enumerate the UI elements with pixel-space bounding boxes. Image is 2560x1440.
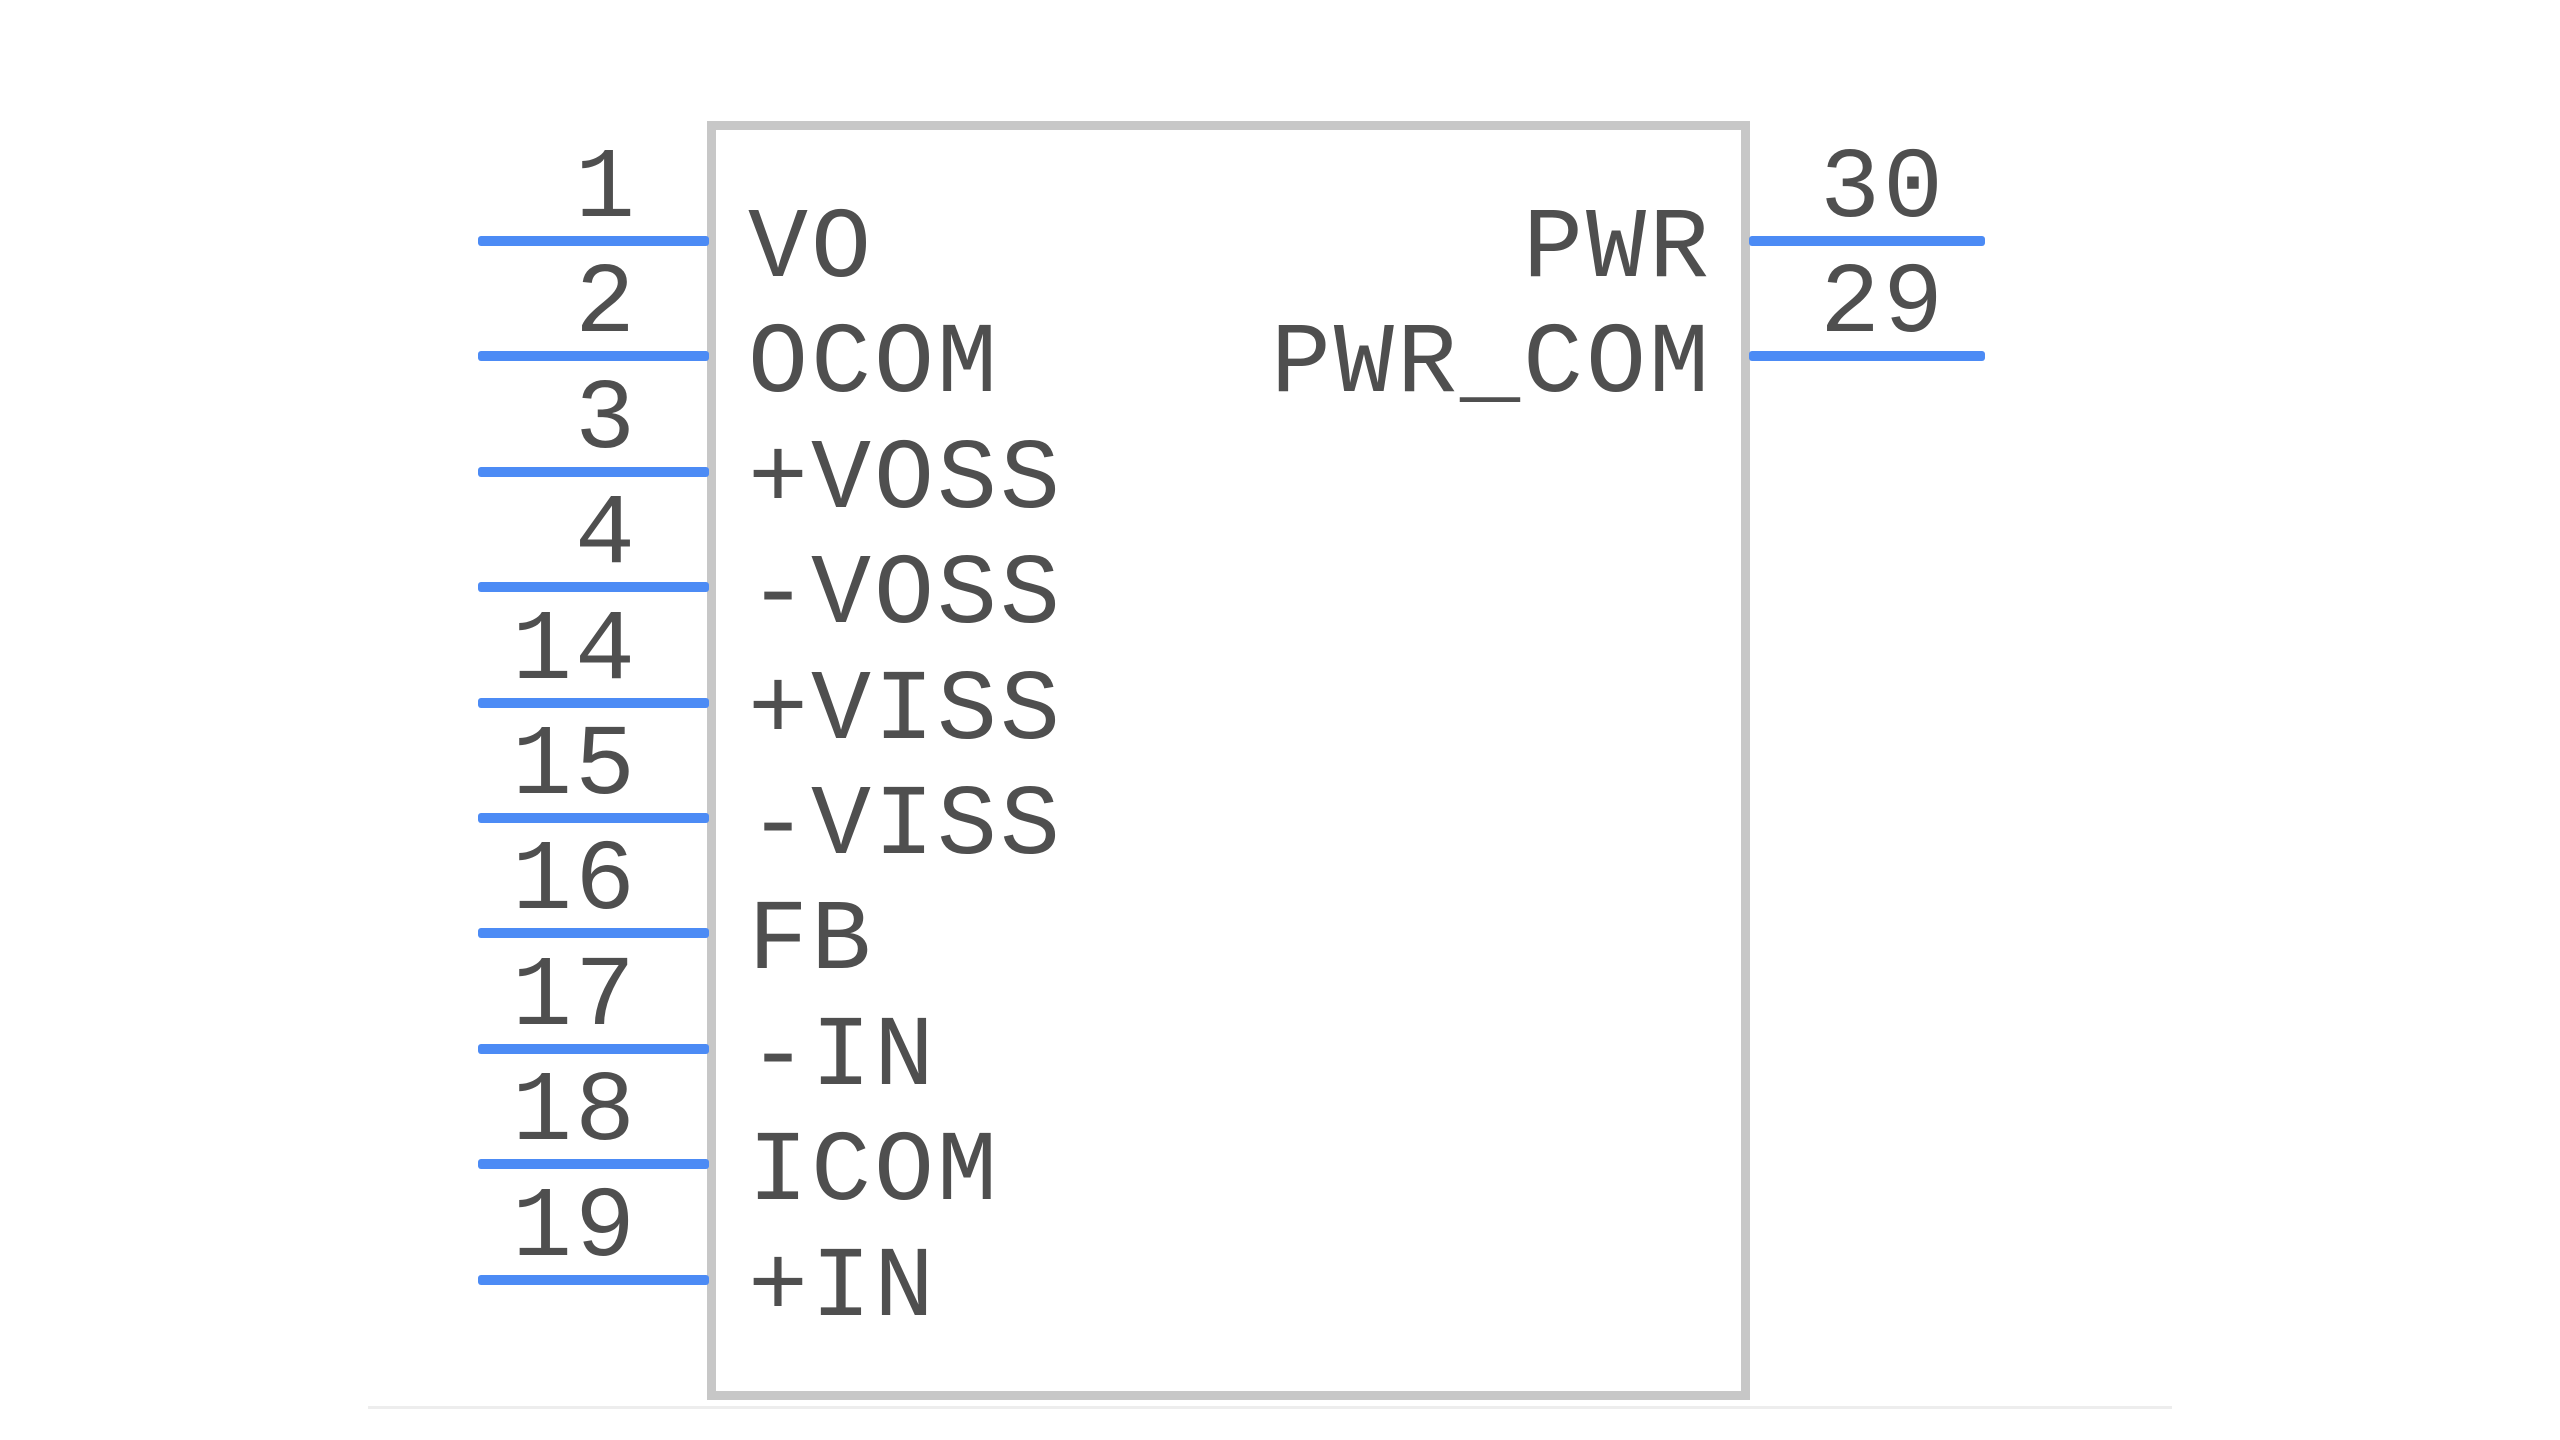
pin-number: 16 (511, 826, 638, 940)
pin-label: VO (748, 194, 875, 307)
pin-label: +IN (748, 1232, 938, 1346)
pin-line (1749, 236, 1985, 246)
pin-number: 15 (511, 711, 638, 824)
pin-number: 2 (574, 249, 638, 363)
pin-label: +VOSS (748, 424, 1064, 538)
pin-number: 3 (574, 364, 638, 478)
pin-number: 29 (1820, 249, 1947, 363)
pin-label: +VISS (748, 655, 1064, 769)
pin-line (478, 697, 709, 708)
pin-number: 19 (511, 1172, 638, 1286)
pin-label: OCOM (748, 309, 1001, 423)
pin-number: 1 (574, 134, 638, 247)
symbol-body (707, 121, 1750, 1400)
pin-label: ICOM (748, 1117, 1001, 1231)
panel-divider (368, 1406, 2172, 1409)
pin-number: 30 (1820, 134, 1947, 247)
pin-line (1749, 351, 1985, 362)
pin-number: 17 (511, 941, 638, 1055)
pin-label: PWR_COM (1270, 309, 1712, 423)
pin-label: FB (748, 886, 875, 1000)
pin-number: 18 (511, 1057, 638, 1171)
pin-line (478, 236, 709, 246)
pin-line (478, 582, 709, 593)
pin-line (478, 928, 709, 939)
pin-label: -VISS (748, 771, 1064, 884)
pin-line (478, 466, 709, 477)
pin-label: -VOSS (748, 540, 1064, 654)
pin-line (478, 1274, 709, 1285)
pin-label: PWR (1522, 194, 1712, 307)
pin-number: 14 (511, 595, 638, 709)
pin-line (478, 351, 709, 362)
pin-line (478, 1043, 709, 1054)
pin-number: 4 (574, 480, 638, 594)
pin-label: -IN (748, 1001, 938, 1115)
pin-line (478, 1159, 709, 1170)
pin-line (478, 813, 709, 823)
